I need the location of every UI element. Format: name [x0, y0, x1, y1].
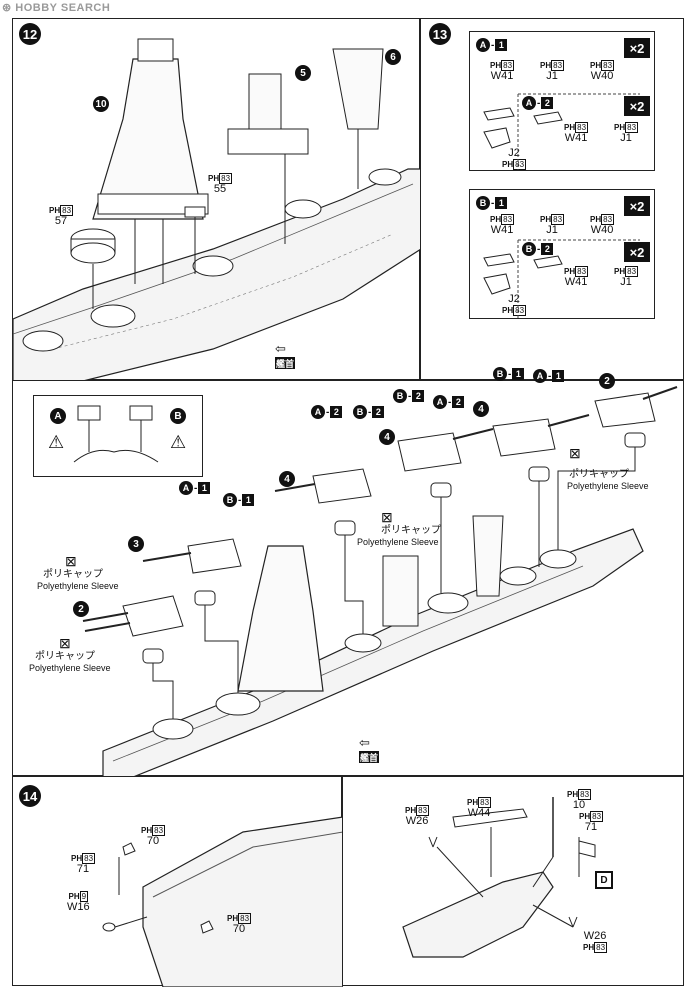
subassembly-b1: B-1	[476, 196, 508, 210]
part-5-callout: 5	[295, 65, 311, 81]
polycap-icon-3: ⊠	[381, 509, 393, 525]
turret-marker-a2-fwd: A-2	[433, 395, 465, 409]
qty-x2-b1: ×2	[624, 196, 650, 216]
turret-marker-a1-fwd: A-1	[533, 369, 565, 383]
step-12-drawing	[13, 38, 421, 381]
step-14-bow-drawing	[102, 816, 343, 987]
part-2-callout-a: 2	[73, 601, 89, 617]
turret-marker-b1-fwd: B-1	[493, 367, 525, 381]
part-3-callout: 3	[128, 536, 144, 552]
polycap-icon-1: ⊠	[65, 553, 77, 569]
turret-marker-a1-left: A-1	[179, 481, 211, 495]
part-4-callout-a: 4	[279, 471, 295, 487]
turret-marker-a2-mid: A-2	[311, 405, 343, 419]
assembly-a-drawing	[483, 93, 640, 170]
part-6-callout: 6	[385, 49, 401, 65]
qty-x2-b2: ×2	[624, 242, 650, 262]
polycap-icon-2: ⊠	[59, 635, 71, 651]
inset-a-marker: A	[50, 408, 66, 424]
turret-marker-b2-fwd: B-2	[393, 389, 425, 403]
warning-icon-a: ⚠	[48, 432, 65, 452]
polycap-icon-4: ⊠	[569, 445, 581, 461]
step-13-main-panel: A B ⚠ ⚠	[12, 367, 684, 777]
bow-direction: ⇦ 艦首	[275, 341, 295, 369]
arrow-left-icon: ⇦	[275, 341, 286, 356]
watermark-text: HOBBY SEARCH	[15, 2, 111, 14]
subassembly-b2: B-2	[522, 242, 554, 256]
warning-inset-drawing	[73, 405, 159, 463]
step-14-stern-drawing	[402, 797, 596, 958]
part-4-callout-b: 4	[379, 429, 395, 445]
decal-marker: D	[595, 871, 613, 889]
step-14-number: 14	[19, 785, 41, 807]
part-4-callout-c: 4	[473, 401, 489, 417]
turret-marker-b2-mid: B-2	[353, 405, 385, 419]
warning-inset: A B ⚠ ⚠	[33, 395, 203, 477]
warning-icon-b: ⚠	[170, 432, 187, 452]
part-10-callout: 10	[93, 96, 109, 112]
assembly-b-drawing	[483, 239, 640, 318]
part-2-callout-b: 2	[599, 373, 615, 389]
qty-x2-a2: ×2	[624, 96, 650, 116]
subassembly-a1: A-1	[476, 38, 508, 52]
turret-marker-b1-left: B-1	[223, 493, 255, 507]
bow-direction-13: ⇦ 艦首	[359, 735, 379, 763]
arrow-left-icon: ⇦	[359, 735, 370, 750]
qty-x2-a1: ×2	[624, 38, 650, 58]
inset-b-marker: B	[170, 408, 186, 424]
subassembly-a2: A-2	[522, 96, 554, 110]
step-13-number: 13	[429, 23, 451, 45]
step-12-number: 12	[19, 23, 41, 45]
watermark-icon: ⊛	[2, 2, 12, 14]
watermark: ⊛ HOBBY SEARCH	[2, 1, 110, 14]
step-13-drawing	[82, 386, 678, 777]
